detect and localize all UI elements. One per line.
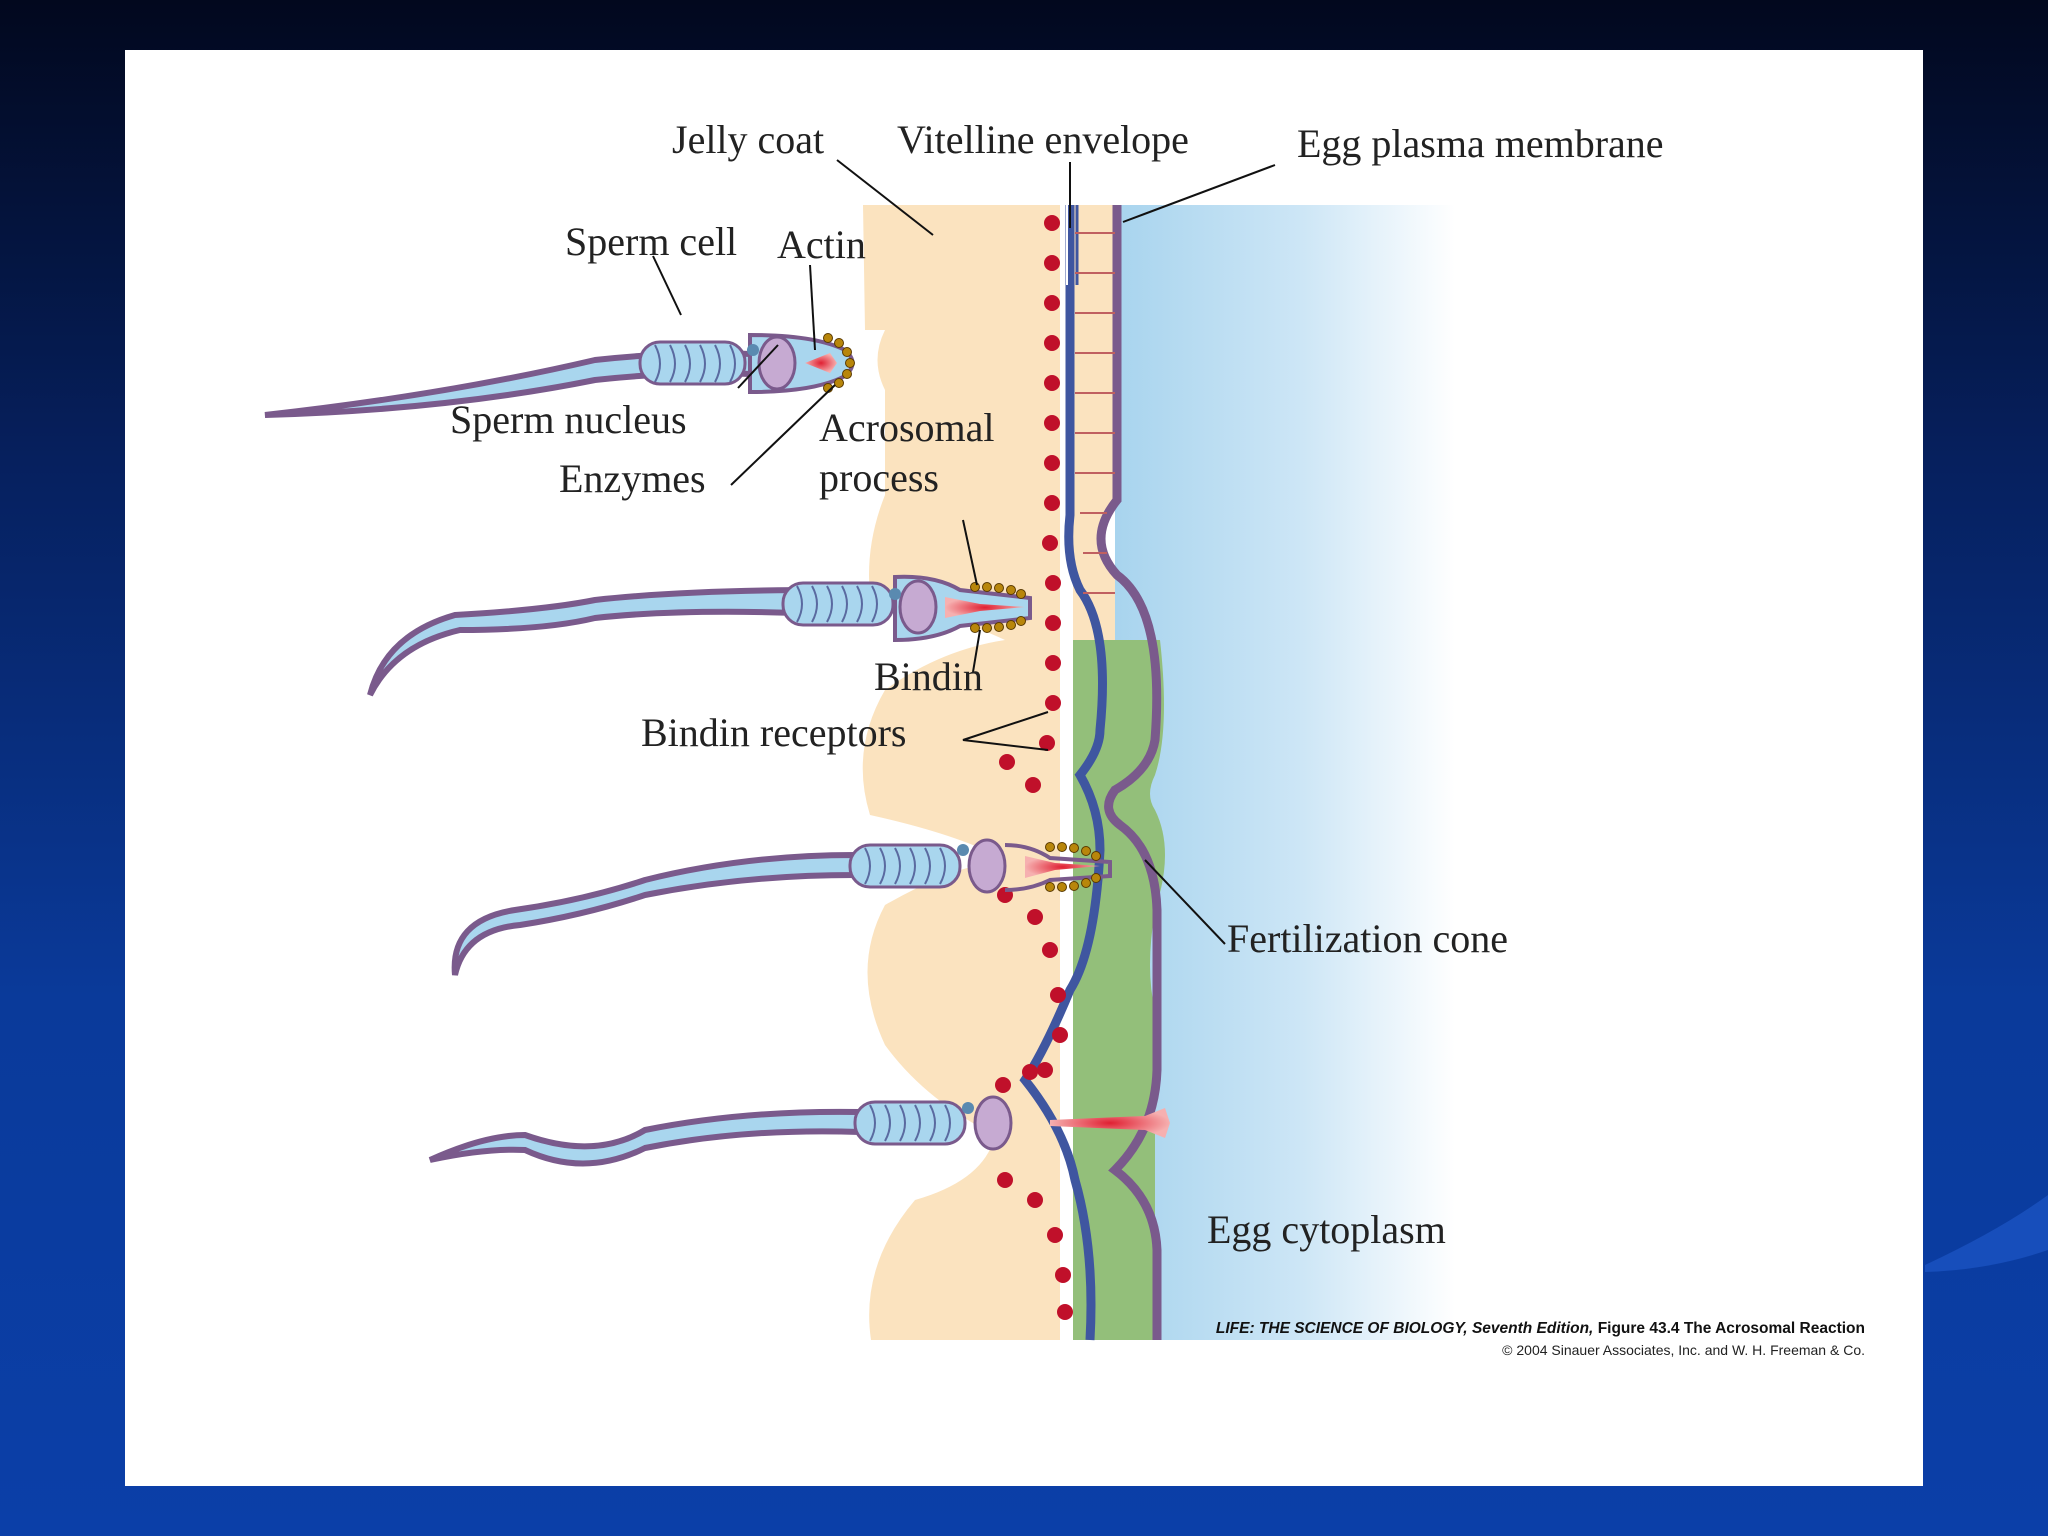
leader-lines — [652, 159, 1276, 945]
sperm-3-actin — [1025, 856, 1100, 878]
caption-title: LIFE: THE SCIENCE OF BIOLOGY, Seventh Ed… — [1216, 1320, 1865, 1337]
label-bindin-receptors: Bindin receptors — [641, 710, 907, 755]
label-enzymes: Enzymes — [559, 456, 706, 501]
label-jelly-coat: Jelly coat — [672, 117, 824, 162]
sperm-3 — [451, 838, 1112, 976]
sperm-3-midpiece — [848, 843, 962, 889]
sperm-1-nucleus — [757, 335, 797, 391]
sperm-2-enzymes — [970, 582, 1026, 633]
envelope-membrane-ticks — [1075, 232, 1115, 594]
background-swoosh — [1925, 1195, 2048, 1272]
sperm-2-actin — [945, 597, 1025, 618]
perivitelline-upper — [1073, 205, 1115, 640]
label-egg-plasma-membrane: Egg plasma membrane — [1297, 121, 1664, 166]
label-fertilization-cone: Fertilization cone — [1227, 916, 1508, 961]
label-egg-cytoplasm: Egg cytoplasm — [1207, 1207, 1446, 1252]
label-vitelline-envelope: Vitelline envelope — [897, 117, 1189, 162]
sperm-3-enzymes — [1045, 842, 1101, 892]
sperm-4 — [428, 1095, 1170, 1167]
figure-panel: Jelly coat Vitelline envelope Egg plasma… — [125, 50, 1923, 1486]
sperm-2-nucleus — [898, 579, 938, 635]
sperm-2 — [367, 574, 1032, 697]
sperm-3-nucleus — [967, 838, 1007, 894]
vitelline-envelope-line — [1019, 205, 1107, 1341]
sperm-3-tail — [451, 851, 858, 976]
acrosomal-reaction-diagram: Jelly coat Vitelline envelope Egg plasma… — [264, 117, 1865, 1358]
sperm-4-tail — [428, 1108, 863, 1167]
label-process: process — [819, 455, 939, 500]
sperm-1 — [264, 332, 855, 418]
bindin-receptor-dots — [995, 215, 1073, 1320]
egg-cytoplasm-region — [1115, 205, 1455, 1340]
sperm-4-midpiece — [853, 1100, 967, 1146]
sperm-1-actin — [805, 353, 837, 373]
sperm-3-head — [1004, 843, 1112, 892]
jelly-coat-region — [862, 205, 1060, 1340]
label-acrosomal: Acrosomal — [819, 405, 995, 450]
caption-figure: Figure 43.4 The Acrosomal Reaction — [1598, 1320, 1865, 1337]
sperm-4-actin — [1050, 1108, 1170, 1138]
caption-copyright: © 2004 Sinauer Associates, Inc. and W. H… — [1502, 1342, 1865, 1358]
caption-edition: Seventh Edition, — [1472, 1320, 1593, 1337]
label-sperm-cell: Sperm cell — [565, 219, 737, 264]
sperm-2-tail — [367, 586, 828, 697]
egg-plasma-membrane-line — [1096, 205, 1162, 1340]
label-sperm-nucleus: Sperm nucleus — [450, 397, 687, 442]
label-actin: Actin — [777, 222, 866, 267]
label-bindin: Bindin — [874, 654, 983, 699]
sperm-4-nucleus — [973, 1095, 1013, 1151]
caption-book: LIFE: THE SCIENCE OF BIOLOGY, — [1216, 1320, 1468, 1337]
